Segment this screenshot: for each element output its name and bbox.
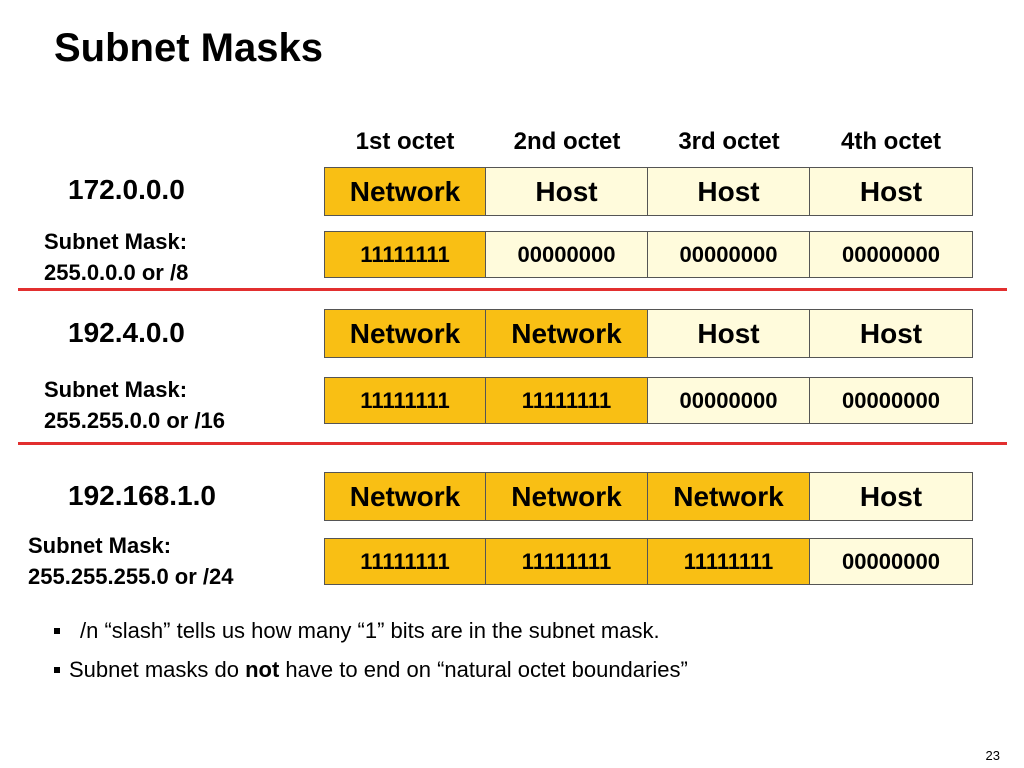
octet-role-cell-network: Network [324, 472, 486, 521]
octet-bits-cell-host: 00000000 [810, 538, 973, 585]
octet-bits-cell-network: 11111111 [324, 538, 486, 585]
octet-bits-cell-host: 00000000 [810, 377, 973, 424]
ip-address-label: 172.0.0.0 [68, 174, 185, 205]
octet-role-cell-network: Network [324, 167, 486, 216]
octet-role-cell-host: Host [810, 472, 973, 521]
subnet-mask-label: Subnet Mask: 255.255.255.0 or /24 [28, 530, 234, 592]
octet-bits-cell-network: 11111111 [648, 538, 810, 585]
octet-role-cell-host: Host [486, 167, 648, 216]
subnet-mask-label: Subnet Mask: 255.0.0.0 or /8 [44, 226, 188, 288]
subnet-mask-value: 255.0.0.0 or /8 [44, 260, 189, 285]
octet-role-cell-network: Network [486, 472, 648, 521]
section-divider [18, 288, 1007, 291]
octet-role-cell-host: Host [810, 309, 973, 358]
octet-role-cell-network: Network [648, 472, 810, 521]
octet-bits-cell-host: 00000000 [810, 231, 973, 278]
bullet-text-start: Subnet masks do [69, 657, 246, 682]
bullet-square-icon [54, 667, 60, 673]
ip-address-label: 192.4.0.0 [68, 317, 185, 348]
octet-bits-cell-network: 11111111 [324, 377, 486, 424]
octet-bits-cell-network: 11111111 [486, 377, 648, 424]
octet-bits-cell-host: 00000000 [648, 231, 810, 278]
subnet-mask-label: Subnet Mask: 255.255.0.0 or /16 [44, 374, 225, 436]
ip-address-label: 192.168.1.0 [68, 480, 216, 511]
bullet-text-end: have to end on “natural octet boundaries… [279, 657, 688, 682]
bullet-octet-boundaries: Subnet masks do not have to end on “natu… [54, 659, 688, 681]
octet-header-1: 1st octet [355, 128, 455, 155]
bullet-square-icon [54, 628, 60, 634]
octet-role-cell-host: Host [648, 167, 810, 216]
octet-header-3: 3rd octet [678, 128, 780, 155]
octet-header-4: 4th octet [840, 128, 941, 155]
subnet-mask-title: Subnet Mask: [44, 229, 188, 254]
octet-bits-cell-network: 11111111 [324, 231, 486, 278]
subnet-mask-value: 255.255.0.0 or /16 [44, 408, 226, 433]
octet-role-cell-network: Network [486, 309, 648, 358]
subnet-mask-value: 255.255.255.0 or /24 [28, 564, 234, 589]
section-divider [18, 442, 1007, 445]
slide-title: Subnet Masks [54, 26, 323, 70]
bullet-text: /n “slash” tells us how many “1” bits ar… [80, 618, 660, 643]
bullet-text-emphasis: not [245, 657, 280, 682]
bullet-slash-notation: /n “slash” tells us how many “1” bits ar… [54, 620, 660, 642]
subnet-mask-title: Subnet Mask: [28, 533, 172, 558]
octet-role-cell-host: Host [810, 167, 973, 216]
octet-bits-cell-host: 00000000 [648, 377, 810, 424]
octet-bits-cell-network: 11111111 [486, 538, 648, 585]
octet-bits-cell-host: 00000000 [486, 231, 648, 278]
page-number: 23 [985, 748, 1000, 763]
subnet-mask-title: Subnet Mask: [44, 377, 188, 402]
octet-header-2: 2nd octet [513, 128, 621, 155]
octet-role-cell-network: Network [324, 309, 486, 358]
octet-role-cell-host: Host [648, 309, 810, 358]
